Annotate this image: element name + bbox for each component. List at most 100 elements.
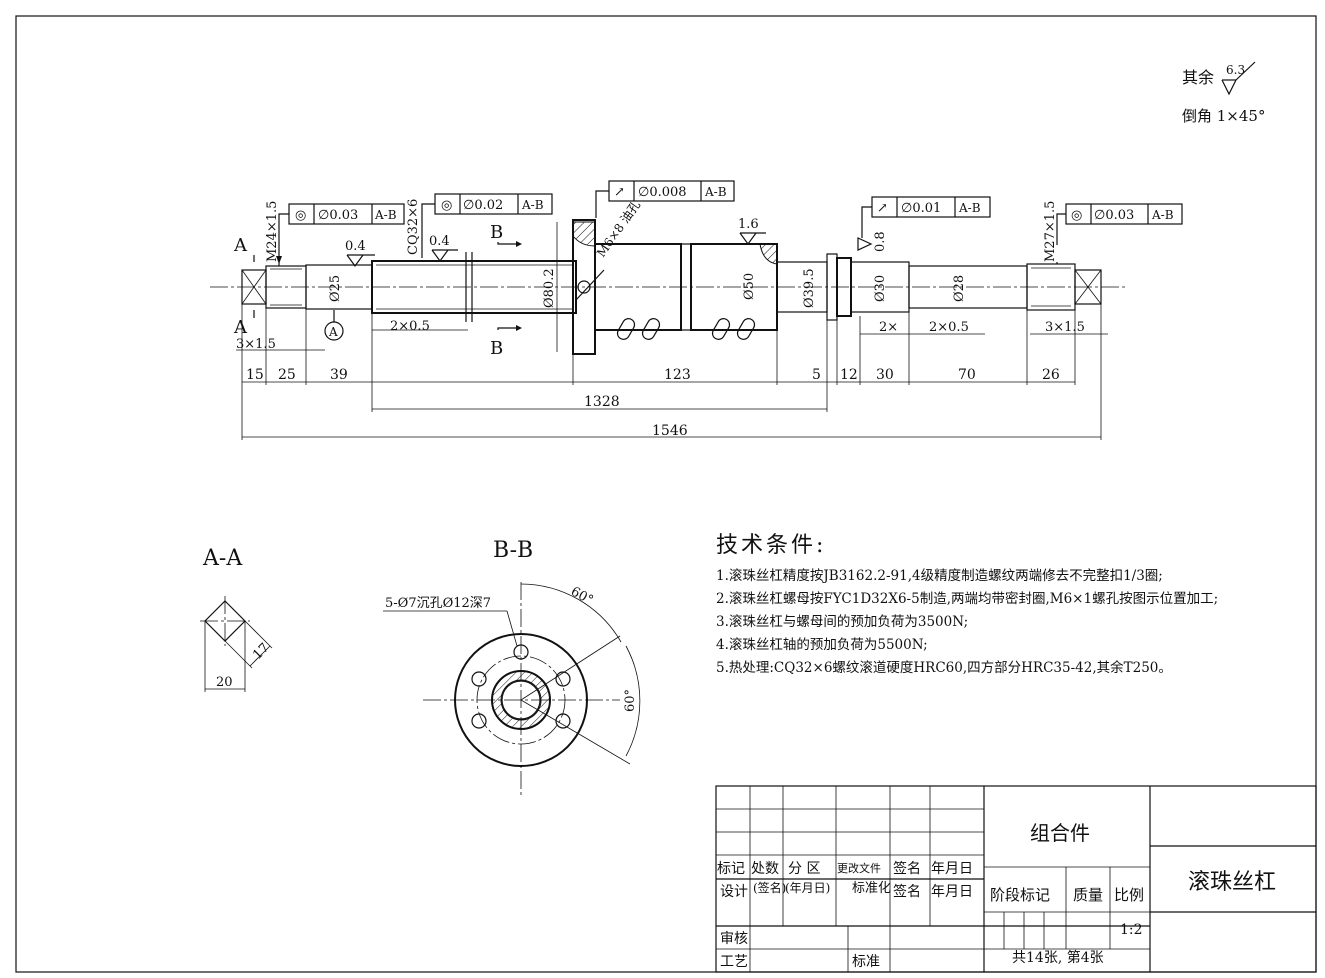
tech-title: 技术条件: bbox=[716, 533, 827, 558]
tb-process: 工艺 bbox=[720, 954, 748, 970]
main-view: A A B B A M24×1.5 CQ32×6 M27×1.5 M6×8 油孔… bbox=[210, 180, 1183, 440]
dia-30: Ø30 bbox=[873, 275, 888, 302]
tb-mark: 标记 bbox=[717, 861, 745, 877]
rough-04-b: 0.4 bbox=[429, 234, 450, 249]
tolerance-frame-1: ◎ ∅0.03 A-B bbox=[276, 203, 405, 264]
rest-label: 其余 bbox=[1182, 68, 1214, 87]
dia-25: Ø25 bbox=[328, 275, 343, 302]
tb-design: 设计 bbox=[720, 884, 748, 900]
tb-scale: 1:2 bbox=[1120, 922, 1143, 938]
tb-date2: (年月日) bbox=[785, 881, 830, 895]
tb-part-name: 滚珠丝杠 bbox=[1188, 870, 1276, 895]
section-b-bottom: B bbox=[490, 338, 503, 359]
title-block: 标记 处数 分 区 更改文件 签名 年月日 设计 (签名) (年月日) 标准化 … bbox=[715, 785, 1317, 973]
dia-28: Ø28 bbox=[952, 275, 967, 302]
section-bb: B-B 60° 60° 5-Ø7沉孔Ø12深7 bbox=[383, 538, 641, 798]
view-aa-title: A-A bbox=[202, 546, 243, 571]
rough-16: 1.6 bbox=[738, 217, 759, 232]
tb-date: 年月日 bbox=[931, 861, 973, 877]
technical-requirements: 技术条件: 1.滚珠丝杠精度按JB3162.2-91,4级精度制造螺纹两端修去不… bbox=[716, 527, 1276, 680]
chamfer-note: 倒角 1×45° bbox=[1182, 107, 1265, 125]
dia-80: Ø80.2 bbox=[542, 268, 557, 308]
tolerance-frame-3: ↗ ∅0.008 A-B bbox=[595, 180, 735, 218]
svg-text:↗: ↗ bbox=[614, 185, 625, 200]
section-b-top: B bbox=[490, 222, 503, 243]
svg-text:◎: ◎ bbox=[1071, 208, 1082, 223]
tolerance-frame-4: ↗ ∅0.01 A-B bbox=[861, 196, 991, 238]
tech-item-1: 1.滚珠丝杠精度按JB3162.2-91,4级精度制造螺纹两端修去不完整扣1/3… bbox=[716, 568, 1163, 584]
view-bb-title: B-B bbox=[493, 538, 533, 563]
svg-text:∅0.02: ∅0.02 bbox=[463, 198, 503, 213]
dim-12: 12 bbox=[840, 367, 858, 383]
dia-50: Ø50 bbox=[742, 273, 757, 300]
dim-39: 39 bbox=[330, 367, 348, 383]
rough-04-a: 0.4 bbox=[345, 239, 366, 254]
tb-assembly: 组合件 bbox=[1030, 821, 1090, 845]
rough-08: 0.8 bbox=[873, 231, 888, 252]
dim-123: 123 bbox=[664, 367, 691, 383]
tb-std: 标准化 bbox=[852, 881, 891, 896]
section-a-bottom: A bbox=[233, 317, 248, 338]
datum-a-label: A bbox=[328, 325, 338, 339]
tb-approve: 标准 bbox=[852, 954, 880, 970]
surface-roughness-note: 其余 6.3 倒角 1×45° bbox=[1182, 61, 1265, 125]
raceway-label: CQ32×6 bbox=[406, 199, 421, 255]
tb-review: 审核 bbox=[720, 931, 748, 947]
tb-sign2: (签名) bbox=[753, 880, 786, 895]
svg-text:A-B: A-B bbox=[521, 198, 544, 212]
bb-angle-2: 60° bbox=[623, 689, 638, 712]
dia-39-5: Ø39.5 bbox=[802, 268, 817, 308]
tb-count: 处数 bbox=[751, 861, 779, 877]
groove-3: 2× bbox=[879, 320, 898, 335]
dim-70: 70 bbox=[958, 367, 976, 383]
bb-angle-1: 60° bbox=[568, 584, 595, 608]
ra-value: 6.3 bbox=[1226, 63, 1245, 77]
groove-1: 2×0.5 bbox=[390, 319, 430, 334]
dim-26: 26 bbox=[1042, 367, 1060, 383]
tech-item-2: 2.滚珠丝杠螺母按FYC1D32X6-5制造,两端均带密封圈,M6×1螺孔按图示… bbox=[716, 591, 1219, 607]
dim-5: 5 bbox=[812, 367, 821, 383]
aa-dim-20: 20 bbox=[216, 675, 233, 690]
svg-text:A-B: A-B bbox=[704, 185, 727, 199]
tb-mass: 质量 bbox=[1073, 886, 1103, 904]
svg-text:A-B: A-B bbox=[1151, 208, 1174, 222]
dim-25: 25 bbox=[278, 367, 296, 383]
tb-scale-label: 比例 bbox=[1114, 886, 1144, 904]
drawing-border bbox=[15, 15, 1317, 973]
svg-text:◎: ◎ bbox=[441, 198, 452, 213]
svg-text:◎: ◎ bbox=[295, 208, 306, 223]
svg-text:∅0.03: ∅0.03 bbox=[1094, 208, 1134, 223]
section-aa: A-A 20 17 bbox=[200, 546, 273, 692]
groove-4: 2×0.5 bbox=[929, 320, 969, 335]
dim-1328: 1328 bbox=[584, 394, 620, 410]
tech-item-4: 4.滚珠丝杠轴的预加负荷为5500N; bbox=[716, 637, 928, 653]
tb-date3: 年月日 bbox=[931, 884, 973, 900]
svg-text:↗: ↗ bbox=[877, 201, 888, 216]
dim-30: 30 bbox=[876, 367, 894, 383]
thread-right-label: M27×1.5 bbox=[1043, 201, 1058, 262]
tb-sign: 签名 bbox=[893, 860, 921, 877]
thread-left-label: M24×1.5 bbox=[265, 201, 280, 262]
section-a-top: A bbox=[233, 235, 248, 256]
svg-text:∅0.01: ∅0.01 bbox=[901, 201, 941, 216]
tb-doc: 更改文件 bbox=[837, 861, 881, 875]
tb-zone: 分 区 bbox=[788, 861, 820, 877]
groove-5: 3×1.5 bbox=[1045, 320, 1085, 335]
dim-15: 15 bbox=[246, 367, 264, 383]
svg-text:∅0.03: ∅0.03 bbox=[318, 208, 358, 223]
svg-text:∅0.008: ∅0.008 bbox=[638, 185, 687, 200]
oil-hole-label: M6×8 油孔 bbox=[594, 198, 643, 260]
tb-stage: 阶段标记 bbox=[990, 886, 1050, 904]
bb-holes-note: 5-Ø7沉孔Ø12深7 bbox=[385, 596, 491, 611]
svg-text:A-B: A-B bbox=[958, 201, 981, 215]
svg-text:A-B: A-B bbox=[374, 208, 397, 222]
tb-sheets: 共14张, 第4张 bbox=[1012, 949, 1104, 966]
tech-item-5: 5.热处理:CQ32×6螺纹滚道硬度HRC60,四方部分HRC35-42,其余T… bbox=[716, 660, 1172, 676]
tolerance-frame-5: ◎ ∅0.03 A-B bbox=[1056, 203, 1183, 245]
tb-sign3: 签名 bbox=[893, 883, 921, 900]
aa-dim-17: 17 bbox=[250, 641, 272, 663]
dim-1546: 1546 bbox=[652, 423, 688, 439]
tolerance-frame-2: ◎ ∅0.02 A-B bbox=[421, 193, 553, 258]
tech-item-3: 3.滚珠丝杠与螺母间的预加负荷为3500N; bbox=[716, 614, 969, 630]
